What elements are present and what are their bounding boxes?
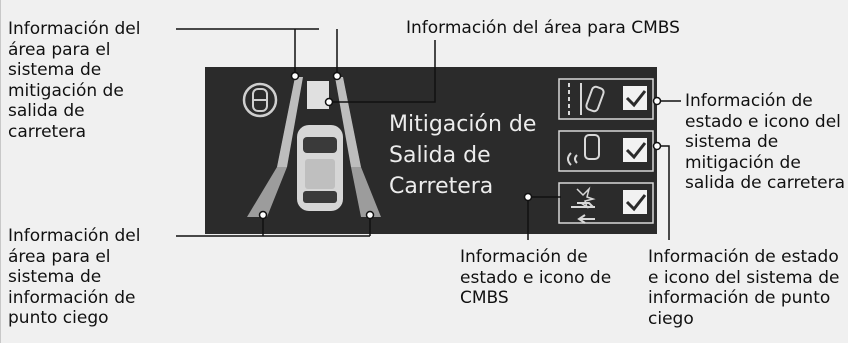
callout-line: punto ciego bbox=[8, 308, 109, 328]
display-title-line-3: Carretera bbox=[389, 174, 494, 199]
callout-cmbs-area: Información del área para CMBS bbox=[406, 18, 680, 39]
bsi-status-icon-group bbox=[558, 130, 654, 172]
callout-line: e icono del sistema de bbox=[648, 267, 840, 288]
callout-line: carretera bbox=[8, 121, 87, 142]
cmbs-status-icon-group bbox=[558, 182, 654, 224]
display-title-line-1: Mitigación de bbox=[389, 112, 537, 137]
callout-line: mitigación de bbox=[685, 152, 801, 173]
cmbs-area bbox=[307, 81, 329, 109]
callout-line: Información de bbox=[460, 247, 588, 267]
callout-line: estado e icono de bbox=[460, 267, 612, 288]
callout-line: información de bbox=[8, 287, 136, 308]
callout-rdm-status: Información de estado e icono del sistem… bbox=[685, 91, 845, 194]
callout-line: área para el bbox=[8, 246, 111, 267]
callout-line: salida de bbox=[8, 101, 85, 121]
callout-line: Información de bbox=[685, 91, 813, 111]
display-title: Mitigación de Salida de Carretera bbox=[389, 109, 536, 202]
callout-line: área para el bbox=[8, 39, 111, 60]
bsi-area-right bbox=[351, 167, 381, 217]
rdm-area-right bbox=[335, 77, 361, 167]
callout-line: Información del área para CMBS bbox=[406, 18, 680, 38]
car-top-view-icon bbox=[297, 125, 343, 211]
callout-rdm-area: Información del área para el sistema de … bbox=[8, 19, 140, 142]
callout-line: información de punto bbox=[648, 288, 831, 308]
callout-line: mitigación de bbox=[8, 80, 124, 101]
callout-bsi-area: Información del área para el sistema de … bbox=[8, 226, 140, 329]
callout-line: CMBS bbox=[460, 288, 509, 308]
steering-wheel-icon bbox=[242, 82, 278, 118]
callout-line: sistema de bbox=[8, 267, 102, 287]
callout-line: Información de estado bbox=[648, 247, 839, 267]
callout-line: estado e icono del bbox=[685, 111, 841, 132]
callout-line: salida de carretera bbox=[685, 173, 846, 193]
callout-line: Información del bbox=[8, 19, 141, 39]
callout-bsi-status: Información de estado e icono del sistem… bbox=[648, 247, 839, 329]
callout-line: Información del bbox=[8, 226, 141, 246]
display-graphics bbox=[242, 77, 654, 224]
driver-info-display bbox=[205, 67, 657, 234]
callout-line: ciego bbox=[648, 308, 694, 329]
display-title-line-2: Salida de bbox=[389, 143, 491, 168]
callout-line: sistema de bbox=[8, 60, 102, 80]
blind-spot-icon bbox=[584, 134, 600, 160]
callout-cmbs-status: Información de estado e icono de CMBS bbox=[460, 247, 611, 309]
rdm-status-icon-group bbox=[558, 78, 654, 120]
rdm-area-left bbox=[277, 77, 303, 167]
bsi-area-left bbox=[247, 167, 287, 217]
callout-line: sistema de bbox=[685, 132, 779, 152]
